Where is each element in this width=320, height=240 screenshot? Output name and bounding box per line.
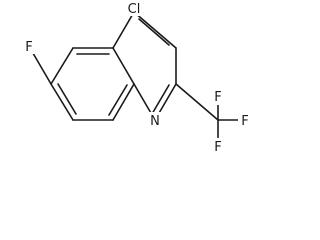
fluorine-bottom-label: F	[214, 140, 221, 155]
bond-c8a-c8-inner	[108, 84, 128, 116]
bond-lines	[29, 2, 241, 143]
bond-c2-n1-inner	[151, 84, 170, 115]
fluorine-ring-label: F	[25, 40, 32, 55]
bond-c6-c5	[50, 47, 74, 85]
bond-c7-c6	[50, 83, 74, 121]
fluorine-right-label-bg	[238, 112, 253, 128]
bond-c8a-c8	[112, 83, 135, 121]
fluorine-bottom-label-bg	[211, 138, 226, 154]
fluorine-top-label: F	[214, 90, 221, 105]
bond-c4a-c4	[112, 11, 135, 49]
chlorine-label: Cl	[128, 2, 141, 17]
chlorine-label-bg	[124, 0, 144, 16]
fluorine-ring-label-bg	[22, 38, 37, 54]
bond-c4-c3	[133, 11, 177, 49]
bond-c2-cf3	[175, 83, 219, 121]
fluorine-top-label-bg	[211, 89, 226, 105]
fluorine-right-label: F	[241, 114, 248, 129]
chemical-structure-diagram: Cl F N F F F	[22, 0, 253, 155]
nitrogen-label-bg	[147, 112, 162, 128]
bond-c4a-c8a	[112, 47, 135, 85]
nitrogen-label: N	[150, 114, 160, 129]
bond-c7-c6-inner	[57, 83, 77, 115]
bond-c4-c3-inner	[138, 18, 170, 46]
atom-labels: Cl F N F F F	[25, 2, 248, 155]
atom-label-backgrounds	[22, 0, 253, 154]
